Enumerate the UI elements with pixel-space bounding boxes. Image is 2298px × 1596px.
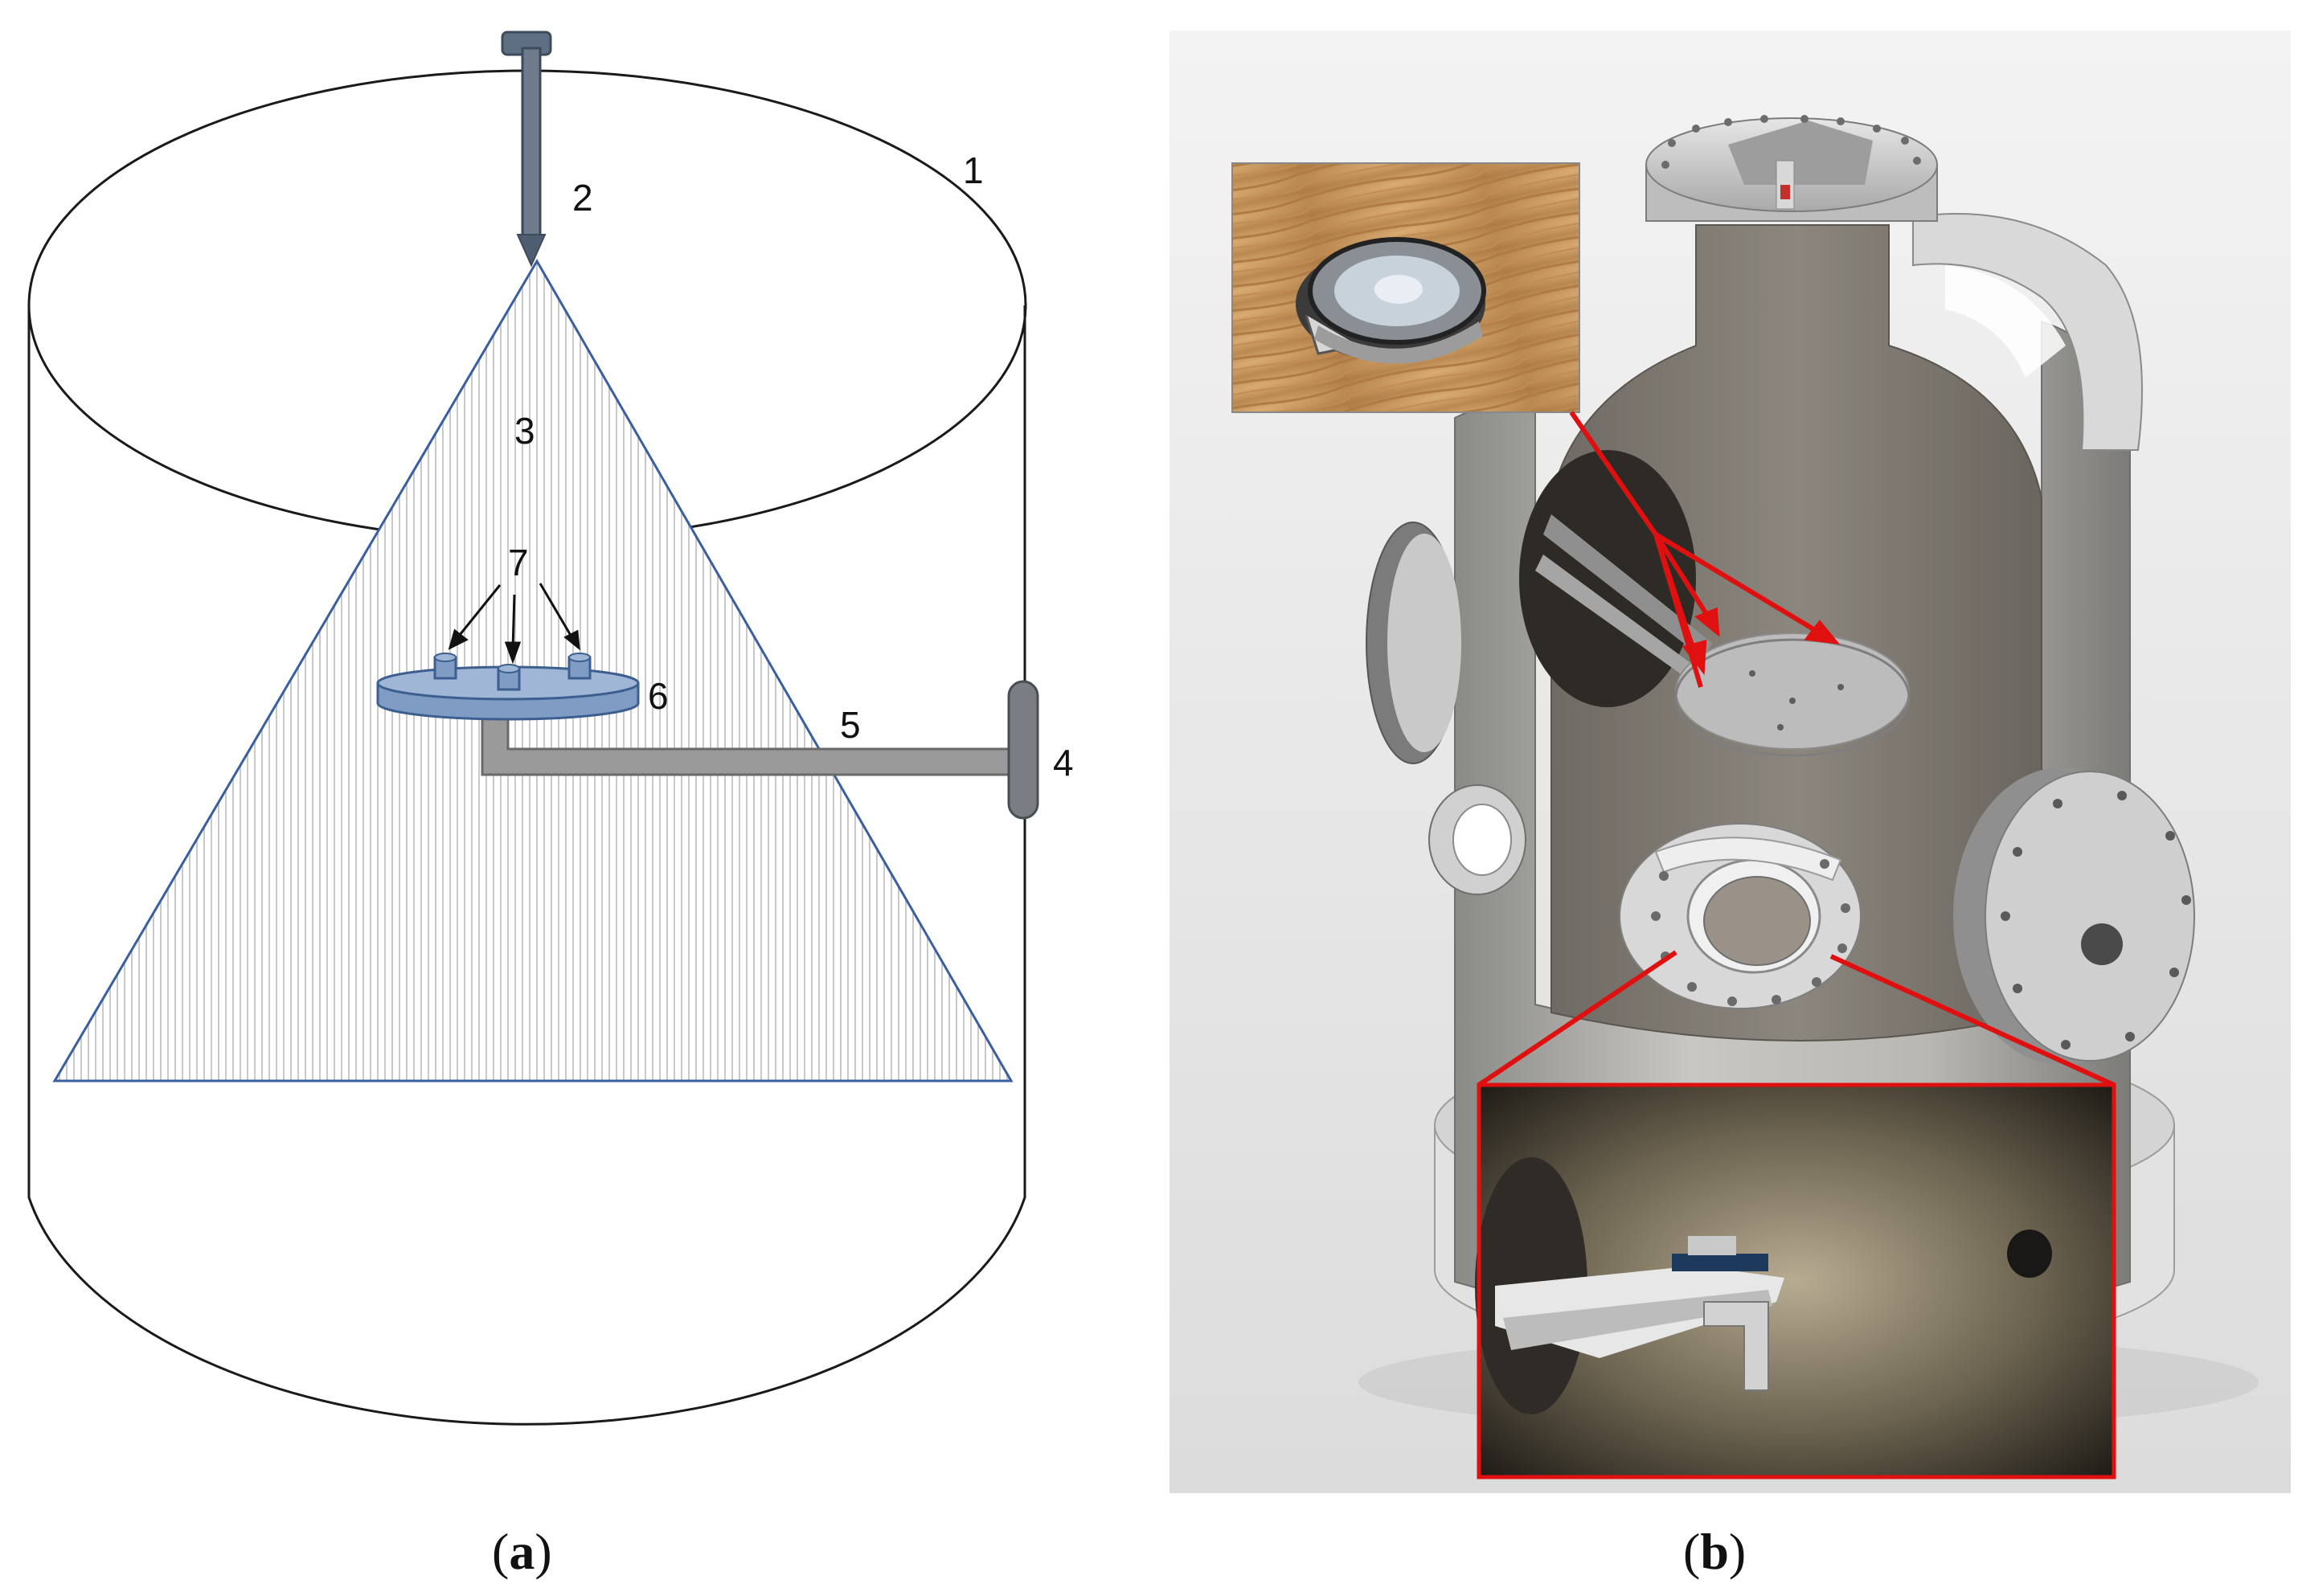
sample-holder-left xyxy=(433,653,457,680)
panel-b-render xyxy=(1169,31,2291,1493)
chamber-cylinder-body xyxy=(27,305,1026,1426)
label-3: 3 xyxy=(514,410,535,452)
label-5: 5 xyxy=(840,704,861,746)
inset-photo-sample-holder xyxy=(1231,162,1580,413)
red-callout-arrows xyxy=(1569,411,1841,688)
front-port-flange xyxy=(1619,823,1862,1009)
arrows-label-7 xyxy=(448,583,580,665)
label-1: 1 xyxy=(963,149,984,191)
sample-holder-center xyxy=(497,664,521,691)
sample-holder-right xyxy=(567,653,592,680)
label-4: 4 xyxy=(1053,742,1074,784)
wall-feedthrough xyxy=(1007,680,1039,820)
inset-photo-chamber-interior xyxy=(1475,1082,2116,1479)
sample-holders xyxy=(433,653,592,691)
panel-b-caption: (b) xyxy=(1683,1523,1746,1580)
panel-a-schematic: 1 2 3 4 5 6 7 xyxy=(27,31,1074,1426)
label-2: 2 xyxy=(572,177,593,219)
label-7: 7 xyxy=(508,542,529,583)
sample-plate xyxy=(1674,632,1911,757)
panel-a-caption: (a) xyxy=(492,1523,552,1580)
right-side-flange xyxy=(1953,767,2195,1065)
nozzle-assembly xyxy=(501,31,552,268)
top-flange xyxy=(1645,115,1938,222)
left-side-flanges xyxy=(1366,522,1526,895)
label-6: 6 xyxy=(648,675,669,717)
